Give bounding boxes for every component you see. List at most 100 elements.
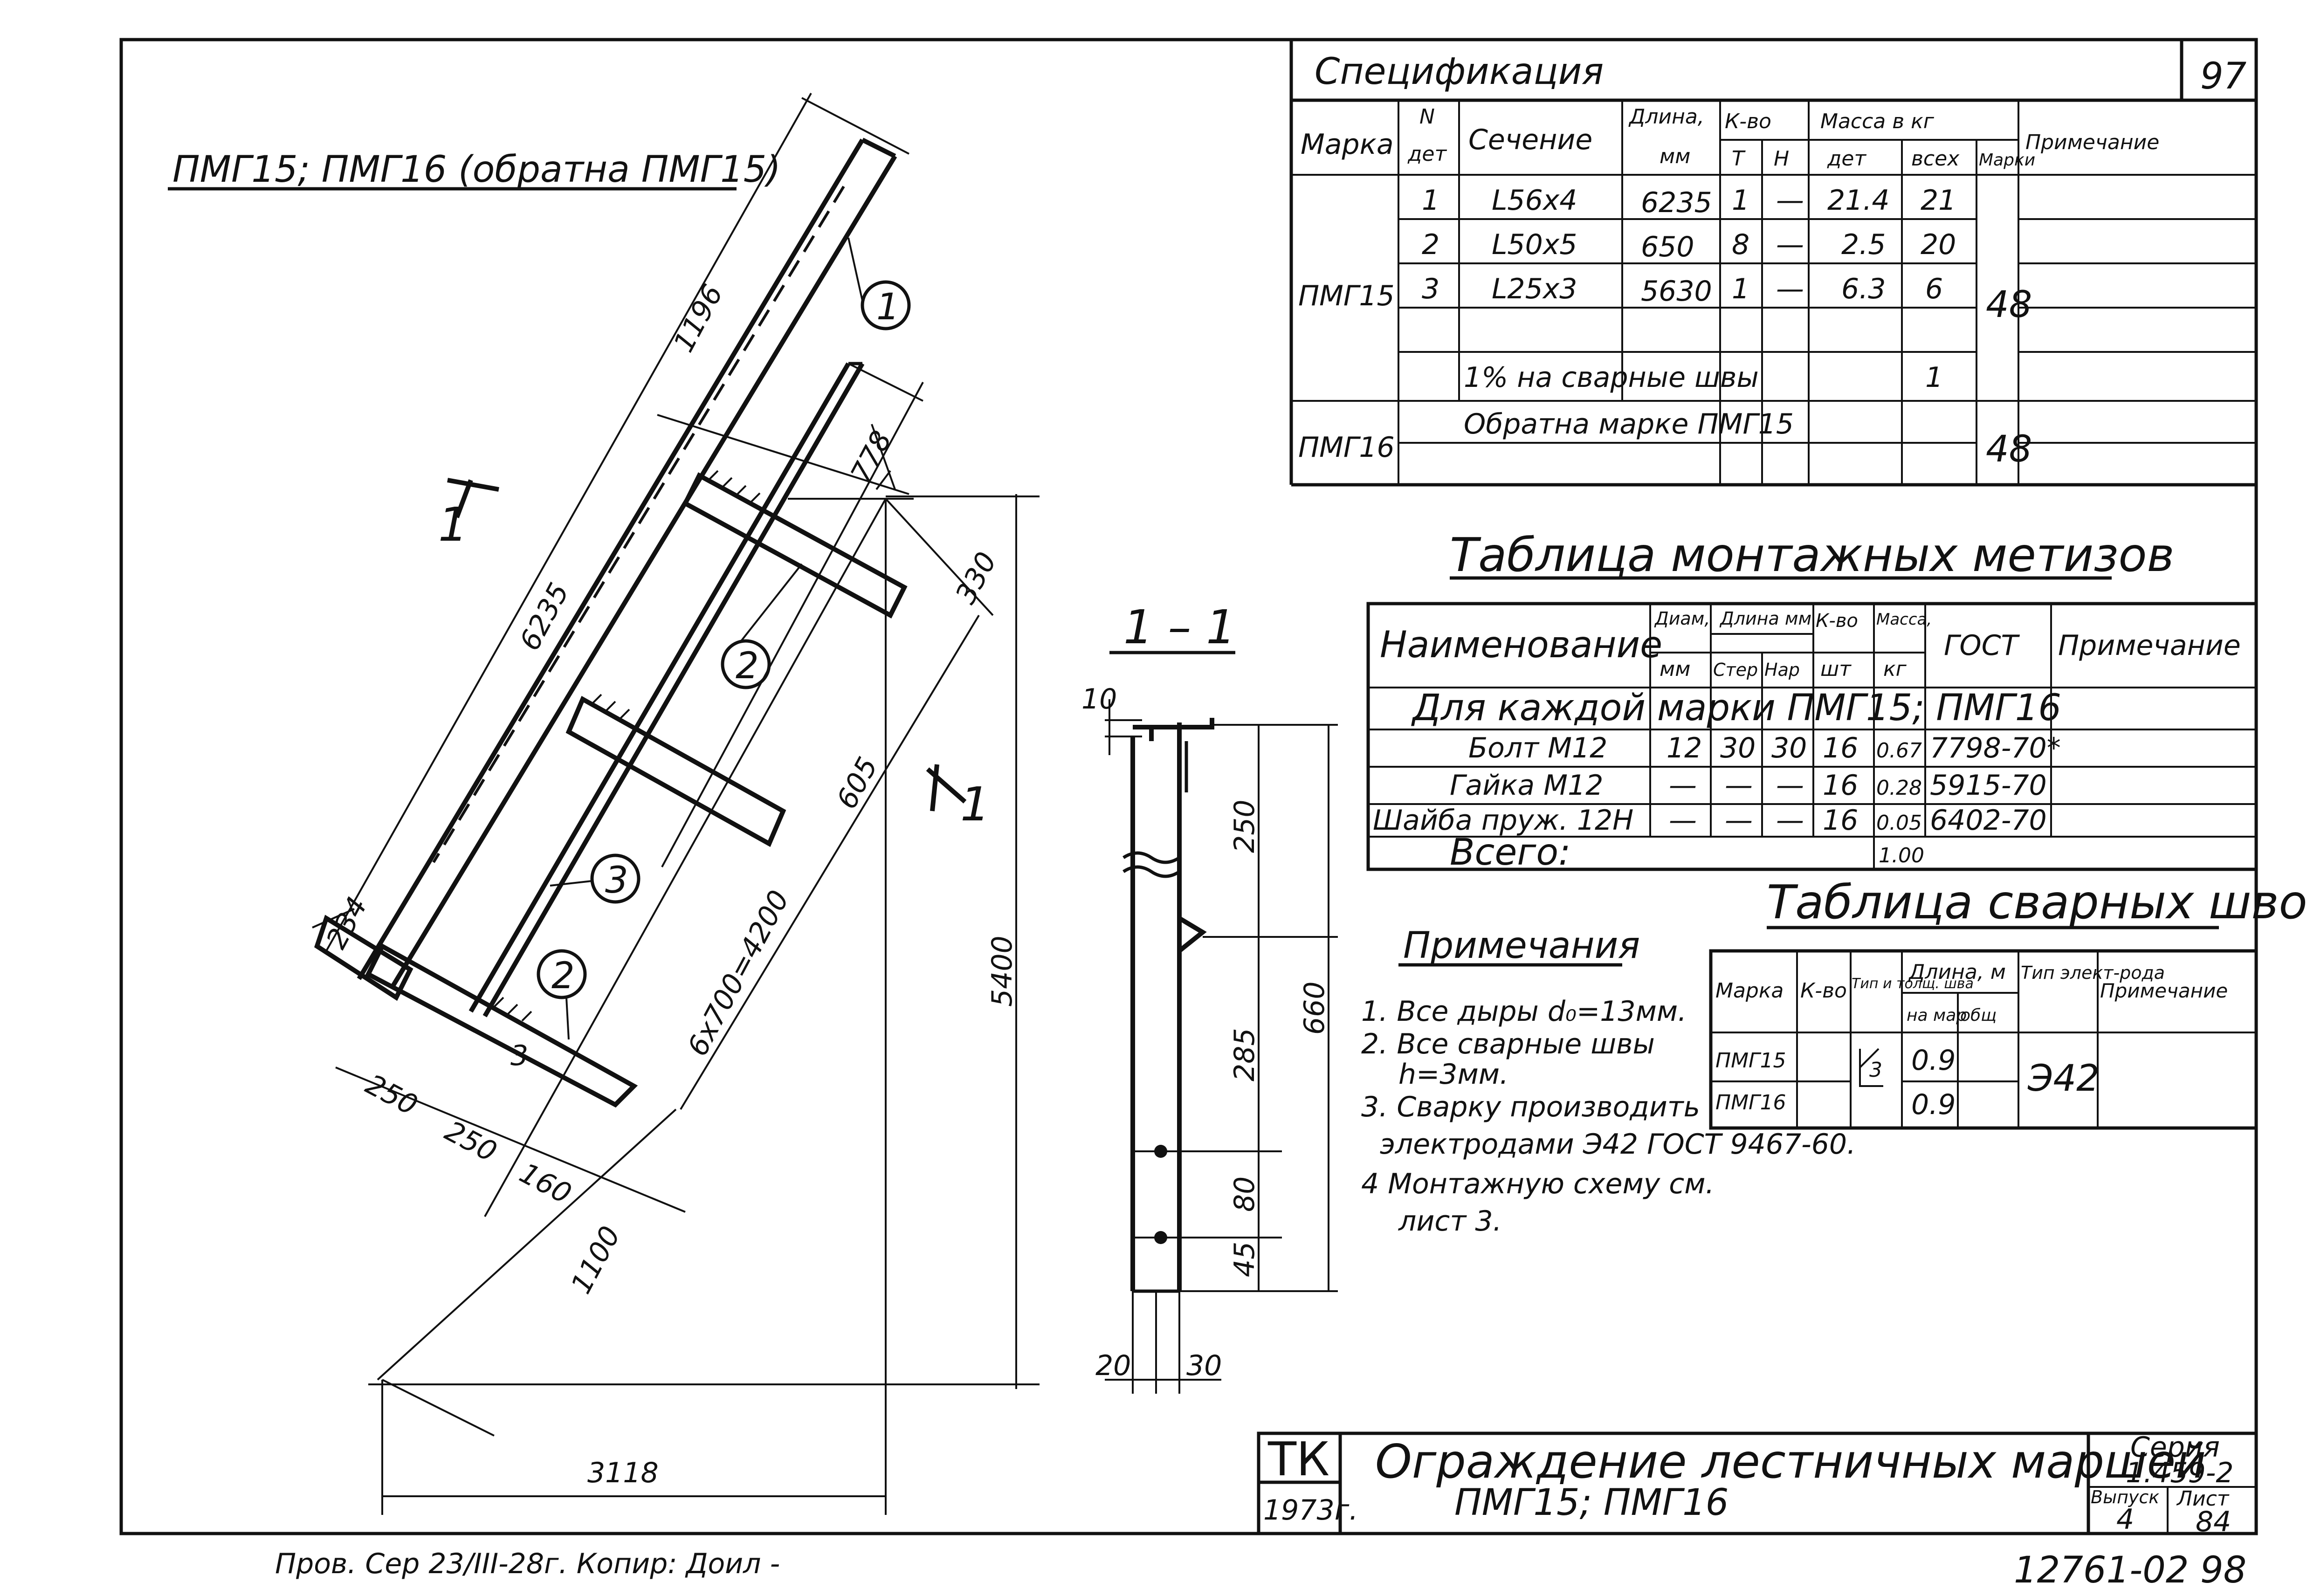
fast-r2-name: Гайка М12 (1450, 769, 1603, 802)
spec-h-mass-mark: Марки (1979, 151, 2035, 170)
spec-mark-pmg15: ПМГ15 (1298, 280, 1395, 312)
fast-r1-count: 16 (1823, 732, 1858, 764)
section-label: 1 – 1 (1123, 600, 1236, 654)
fast-h-diam: Диам, (1654, 608, 1710, 629)
weld-h-type: Тип и толщ. шва (1852, 976, 1974, 992)
sec-dim-660: 660 (1298, 981, 1331, 1035)
note-line-2: 2. Все сварные швы (1361, 1028, 1655, 1060)
fast-h-diam-unit: мм (1660, 657, 1690, 681)
callout-3: 3 (605, 860, 628, 901)
spec-r1-length: 6235 (1641, 186, 1712, 219)
weld-size: 3 (1869, 1058, 1882, 1082)
tb-sheet-label: Лист (2176, 1487, 2230, 1511)
note-line-6: 4 Монтажную схему см. (1361, 1168, 1715, 1200)
spec-h-n2: Н (1774, 147, 1789, 171)
dim-5400: 5400 (986, 936, 1019, 1007)
spec-r2-all: 20 (1921, 228, 1956, 261)
fast-r3-diam: — (1669, 804, 1697, 837)
welds-table: Таблица сварных швов Марка К-во Тип и то… (1709, 875, 2307, 1130)
spec-h-count: К-во (1725, 110, 1771, 133)
spec-r1-all: 21 (1921, 184, 1956, 217)
spec-h-t: Т (1732, 147, 1746, 171)
spec-title: Спецификация (1315, 51, 1604, 93)
weld-h-marka: Марка (1715, 979, 1784, 1003)
fast-total-label: Всего: (1450, 832, 1570, 874)
spec-h-length: Длина, (1628, 105, 1704, 129)
weld-r2-marka: ПМГ16 (1715, 1091, 1786, 1114)
dim-250b: 250 (440, 1114, 502, 1169)
dim-1100: 1100 (565, 1221, 627, 1299)
callout-2b: 2 (551, 955, 575, 997)
fast-h-mass: Масса, (1876, 610, 1932, 629)
spec-r3-length: 5630 (1641, 275, 1712, 308)
weld-h-on-mark: на мар (1907, 1006, 1967, 1025)
spec-r2-length: 650 (1641, 231, 1694, 263)
fast-r3-name: Шайба пруж. 12Н (1373, 804, 1633, 837)
tb-series-label: Серия (2130, 1431, 2220, 1464)
fast-h-name: Наименование (1380, 624, 1662, 666)
weld-h-count: К-во (1800, 979, 1847, 1003)
fast-r2-diam: — (1669, 769, 1697, 802)
spec-r3-det: 6.3 (1841, 273, 1886, 305)
sec-dim-285: 285 (1228, 1028, 1261, 1081)
sec-dim-20: 20 (1095, 1349, 1131, 1382)
fast-r2-ster: — (1725, 769, 1753, 802)
fast-r3-count: 16 (1823, 804, 1858, 837)
dim-160: 160 (514, 1156, 577, 1211)
tb-year: 1973г. (1263, 1494, 1358, 1527)
spec-r2-section: L50x5 (1492, 228, 1577, 261)
spec-h-n: N (1419, 105, 1435, 129)
footer-page: 98 (2200, 1549, 2246, 1591)
fast-h-count-unit: шт (1820, 657, 1852, 681)
sec-dim-80: 80 (1228, 1176, 1261, 1212)
sheet-number-top: 97 (2200, 55, 2246, 97)
fast-r3-ster: — (1725, 804, 1753, 837)
fast-h-mass-unit: кг (1883, 657, 1907, 681)
fast-r1-nar: 30 (1771, 732, 1807, 764)
fast-r3-gost: 6402-70 (1930, 804, 2047, 837)
section-view: 1 – 1 10 250 285 80 45 660 (1081, 600, 1338, 1394)
dim-6x700: 6x700=4200 (681, 885, 795, 1061)
footer-left: Пров. Сер 23/III-28г. Копир: Доил - (275, 1548, 780, 1580)
fast-r2-nar: — (1776, 769, 1804, 802)
spec-r1-det: 21.4 (1827, 184, 1890, 217)
fast-h-gost: ГОСТ (1944, 629, 2020, 662)
spec-r2-n: 2 (1422, 228, 1439, 261)
sec-dim-250: 250 (1228, 799, 1261, 853)
spec-h-length-unit: мм (1660, 144, 1690, 168)
fast-r1-mass: 0.67 (1876, 739, 1922, 763)
weld-h-length: Длина, м (1908, 960, 2006, 984)
tb-issue-label: Выпуск (2091, 1487, 2159, 1507)
main-drawing: ПМГ15; ПМГ16 (обратна ПМГ15) 1 2 3 2 3 (168, 93, 1040, 1515)
tb-issue: 4 (2116, 1503, 2134, 1536)
fast-total-mass: 1.00 (1879, 844, 1924, 867)
notes-title: Примечания (1403, 925, 1640, 967)
spec-r3-all: 6 (1925, 273, 1943, 305)
tb-sheet: 84 (2196, 1506, 2231, 1538)
weld-electrode: Э42 (2027, 1058, 2100, 1100)
tb-title-2: ПМГ15; ПМГ16 (1454, 1482, 1729, 1524)
spec-weld-all: 1 (1925, 361, 1943, 394)
callout-1: 1 (876, 286, 900, 328)
callout-p3: 3 (510, 1039, 528, 1072)
spec-r1-h: — (1776, 184, 1804, 217)
callout-2a: 2 (736, 645, 759, 687)
note-line-4: 3. Сварку производить (1361, 1091, 1700, 1123)
tb-org: ТК (1267, 1432, 1329, 1486)
note-line-3: h=3мм. (1398, 1058, 1508, 1091)
dim-1196: 1196 (667, 279, 729, 358)
fast-r1-diam: 12 (1667, 732, 1702, 764)
fast-h-ster: Стер (1713, 660, 1758, 680)
spec-h-mass-all: всех (1911, 147, 1960, 171)
spec-weld-row: 1% на сварные швы (1464, 361, 1759, 394)
spec-mark-pmg16: ПМГ16 (1298, 431, 1395, 464)
spec-r1-n: 1 (1422, 184, 1439, 217)
spec-mass-mark-16: 48 (1986, 428, 2032, 470)
spec-r3-t: 1 (1732, 273, 1749, 305)
fasteners-title: Таблица монтажных метизов (1450, 528, 2175, 582)
welds-title: Таблица сварных швов (1767, 875, 2307, 929)
weld-h-electrode: Тип элект-рода (2021, 963, 2165, 983)
fast-h-length: Длина мм (1719, 608, 1811, 629)
spec-h-mass: Масса в кг (1820, 110, 1935, 133)
fast-r2-gost: 5915-70 (1930, 769, 2047, 802)
